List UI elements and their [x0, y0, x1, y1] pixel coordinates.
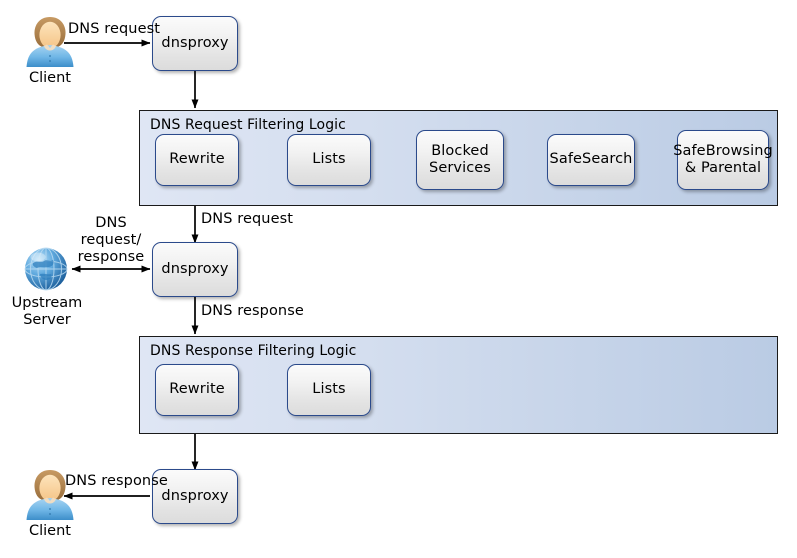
dnsproxy-top-node[interactable]: dnsproxy [152, 16, 238, 71]
globe-icon [20, 243, 72, 295]
dnsproxy-top-label: dnsproxy [161, 34, 229, 51]
edge-label-client-request: DNS request [68, 21, 161, 37]
edge-label-upstream-exchange: DNS request/ response [77, 215, 145, 265]
group-response-filtering-title: DNS Response Filtering Logic [150, 343, 357, 359]
group-request-filtering-title: DNS Request Filtering Logic [150, 117, 346, 133]
stage-req-blocked-services[interactable]: Blocked Services [416, 130, 504, 190]
stage-req-safebrowsing-parental[interactable]: SafeBrowsing & Parental [673, 130, 773, 190]
user-avatar-icon [22, 467, 78, 523]
stage-req-lists-label: Lists [312, 151, 346, 168]
user-avatar-icon [22, 14, 78, 70]
stage-req-safesearch-label: SafeSearch [549, 151, 633, 168]
dnsproxy-middle-node[interactable]: dnsproxy [152, 242, 238, 297]
group-response-filtering: DNS Response Filtering Logic [139, 336, 778, 434]
stage-req-rewrite-label: Rewrite [169, 151, 225, 168]
stage-resp-lists[interactable]: Lists [287, 364, 371, 416]
edge-label-proxy-to-response-filtering: DNS response [201, 303, 304, 319]
dnsproxy-middle-label: dnsproxy [161, 260, 229, 277]
stage-resp-rewrite-label: Rewrite [169, 381, 225, 398]
stage-req-rewrite[interactable]: Rewrite [155, 134, 239, 186]
stage-req-blocked-services-label: Blocked Services [429, 142, 491, 176]
edge-label-request-to-proxy: DNS request [201, 211, 294, 227]
dnsproxy-bottom-node[interactable]: dnsproxy [152, 469, 238, 524]
client-bottom-label: Client [29, 523, 71, 539]
client-top-label: Client [29, 70, 71, 86]
stage-resp-lists-label: Lists [312, 381, 346, 398]
stage-resp-rewrite[interactable]: Rewrite [155, 364, 239, 416]
stage-req-safesearch[interactable]: SafeSearch [547, 134, 635, 186]
edge-label-proxy-to-client: DNS response [65, 473, 168, 489]
dnsproxy-bottom-label: dnsproxy [161, 487, 229, 504]
stage-req-lists[interactable]: Lists [287, 134, 371, 186]
upstream-server-label: Upstream Server [11, 295, 83, 328]
stage-req-safebrowsing-parental-label: SafeBrowsing & Parental [673, 142, 773, 176]
